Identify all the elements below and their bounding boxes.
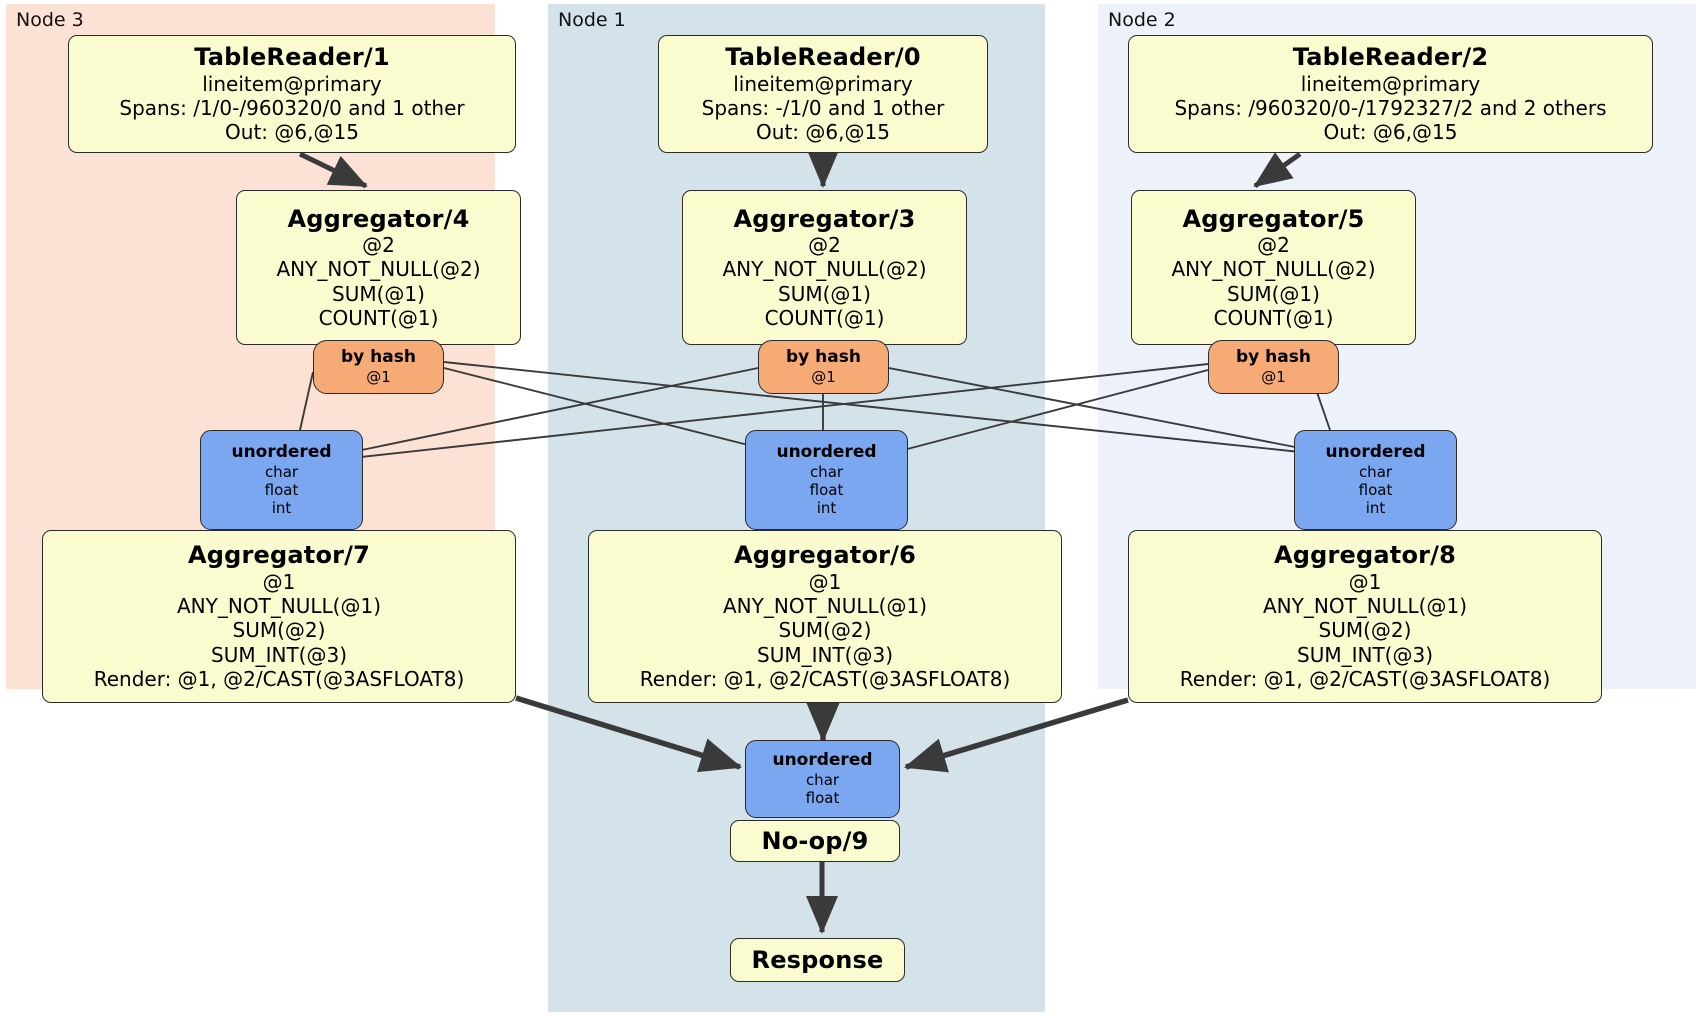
router-key: @1	[811, 367, 836, 386]
processor-table: lineitem@primary	[1300, 71, 1481, 96]
processor-table-reader-2[interactable]: TableReader/2 lineitem@primary Spans: /9…	[1128, 35, 1653, 153]
processor-func-1: ANY_NOT_NULL(@1)	[1263, 594, 1467, 619]
processor-aggregator-5[interactable]: Aggregator/5 @2 ANY_NOT_NULL(@2) SUM(@1)…	[1131, 190, 1416, 345]
processor-spans: Spans: -/1/0 and 1 other	[701, 95, 945, 120]
router-title: by hash	[341, 347, 416, 368]
processor-title: Aggregator/8	[1273, 541, 1457, 570]
processor-func-3: COUNT(@1)	[1213, 306, 1334, 331]
processor-group-col: @2	[1257, 232, 1290, 257]
processor-title: Aggregator/4	[287, 204, 470, 233]
synchronizer-title: unordered	[231, 442, 332, 463]
router-by-hash-3[interactable]: by hash @1	[758, 340, 889, 394]
router-key: @1	[1261, 367, 1286, 386]
processor-table: lineitem@primary	[733, 71, 913, 96]
synchronizer-type-1: char	[805, 770, 840, 789]
synchronizer-unordered-final[interactable]: unordered char float	[745, 740, 900, 818]
synchronizer-unordered-6[interactable]: unordered char float int	[745, 430, 908, 530]
processor-func-2: SUM(@1)	[1227, 281, 1320, 306]
processor-table-reader-1[interactable]: TableReader/1 lineitem@primary Spans: /1…	[68, 35, 516, 153]
router-by-hash-4[interactable]: by hash @1	[313, 340, 444, 394]
processor-table-reader-0[interactable]: TableReader/0 lineitem@primary Spans: -/…	[658, 35, 988, 153]
processor-func-3: SUM_INT(@3)	[1297, 642, 1433, 667]
processor-aggregator-3[interactable]: Aggregator/3 @2 ANY_NOT_NULL(@2) SUM(@1)…	[682, 190, 967, 345]
processor-func-2: SUM(@1)	[332, 281, 425, 306]
processor-out: Out: @6,@15	[756, 120, 890, 145]
processor-group-col: @1	[1348, 569, 1382, 594]
processor-group-col: @2	[808, 232, 841, 257]
router-by-hash-5[interactable]: by hash @1	[1208, 340, 1339, 394]
processor-aggregator-8[interactable]: Aggregator/8 @1 ANY_NOT_NULL(@1) SUM(@2)…	[1128, 530, 1602, 703]
processor-group-col: @2	[362, 232, 395, 257]
processor-title: No-op/9	[761, 826, 869, 855]
processor-func-2: SUM(@2)	[1318, 618, 1412, 643]
processor-title: Aggregator/6	[733, 541, 917, 570]
node-region-label-node3: Node 3	[16, 9, 84, 31]
processor-group-col: @1	[808, 569, 842, 594]
processor-func-1: ANY_NOT_NULL(@2)	[276, 257, 481, 282]
processor-render: Render: @1, @2/CAST(@3ASFLOAT8)	[93, 667, 465, 692]
processor-no-op-9[interactable]: No-op/9	[730, 820, 900, 862]
processor-out: Out: @6,@15	[1323, 120, 1458, 145]
processor-title: Aggregator/7	[187, 541, 371, 570]
processor-spans: Spans: /1/0-/960320/0 and 1 other	[119, 95, 465, 120]
processor-title: TableReader/0	[725, 43, 921, 72]
processor-render: Render: @1, @2/CAST(@3ASFLOAT8)	[639, 667, 1011, 692]
processor-func-1: ANY_NOT_NULL(@2)	[1171, 257, 1376, 282]
synchronizer-type-3: int	[1365, 498, 1386, 517]
processor-title: Response	[751, 945, 884, 974]
processor-func-2: SUM(@2)	[778, 618, 872, 643]
synchronizer-title: unordered	[772, 750, 873, 771]
processor-spans: Spans: /960320/0-/1792327/2 and 2 others	[1174, 95, 1607, 120]
processor-aggregator-6[interactable]: Aggregator/6 @1 ANY_NOT_NULL(@1) SUM(@2)…	[588, 530, 1062, 703]
processor-func-2: SUM(@2)	[232, 618, 326, 643]
processor-title: TableReader/2	[1292, 43, 1489, 72]
synchronizer-type-1: char	[809, 462, 844, 481]
node-region-label-node1: Node 1	[558, 9, 626, 31]
synchronizer-type-1: char	[1358, 462, 1393, 481]
processor-func-1: ANY_NOT_NULL(@1)	[723, 594, 927, 619]
synchronizer-title: unordered	[776, 442, 877, 463]
synchronizer-type-1: char	[264, 462, 299, 481]
processor-title: TableReader/1	[194, 43, 390, 72]
processor-func-2: SUM(@1)	[778, 281, 871, 306]
processor-func-1: ANY_NOT_NULL(@1)	[177, 594, 381, 619]
processor-func-3: COUNT(@1)	[764, 306, 885, 331]
processor-title: Aggregator/5	[1182, 204, 1365, 233]
processor-group-col: @1	[262, 569, 296, 594]
synchronizer-type-2: float	[1358, 480, 1393, 499]
processor-render: Render: @1, @2/CAST(@3ASFLOAT8)	[1179, 667, 1551, 692]
processor-func-3: SUM_INT(@3)	[757, 642, 893, 667]
synchronizer-type-3: int	[271, 498, 292, 517]
synchronizer-unordered-8[interactable]: unordered char float int	[1294, 430, 1457, 530]
synchronizer-type-3: int	[816, 498, 837, 517]
router-key: @1	[366, 367, 391, 386]
synchronizer-title: unordered	[1325, 442, 1426, 463]
router-title: by hash	[1236, 347, 1311, 368]
processor-table: lineitem@primary	[202, 71, 382, 96]
processor-func-3: SUM_INT(@3)	[211, 642, 347, 667]
processor-title: Aggregator/3	[733, 204, 916, 233]
processor-func-1: ANY_NOT_NULL(@2)	[722, 257, 927, 282]
node-region-label-node2: Node 2	[1108, 9, 1176, 31]
processor-response[interactable]: Response	[730, 938, 905, 982]
processor-aggregator-7[interactable]: Aggregator/7 @1 ANY_NOT_NULL(@1) SUM(@2)…	[42, 530, 516, 703]
synchronizer-type-2: float	[809, 480, 844, 499]
processor-func-3: COUNT(@1)	[318, 306, 439, 331]
synchronizer-type-2: float	[805, 788, 840, 807]
processor-aggregator-4[interactable]: Aggregator/4 @2 ANY_NOT_NULL(@2) SUM(@1)…	[236, 190, 521, 345]
router-title: by hash	[786, 347, 861, 368]
processor-out: Out: @6,@15	[225, 120, 359, 145]
synchronizer-unordered-7[interactable]: unordered char float int	[200, 430, 363, 530]
synchronizer-type-2: float	[264, 480, 299, 499]
